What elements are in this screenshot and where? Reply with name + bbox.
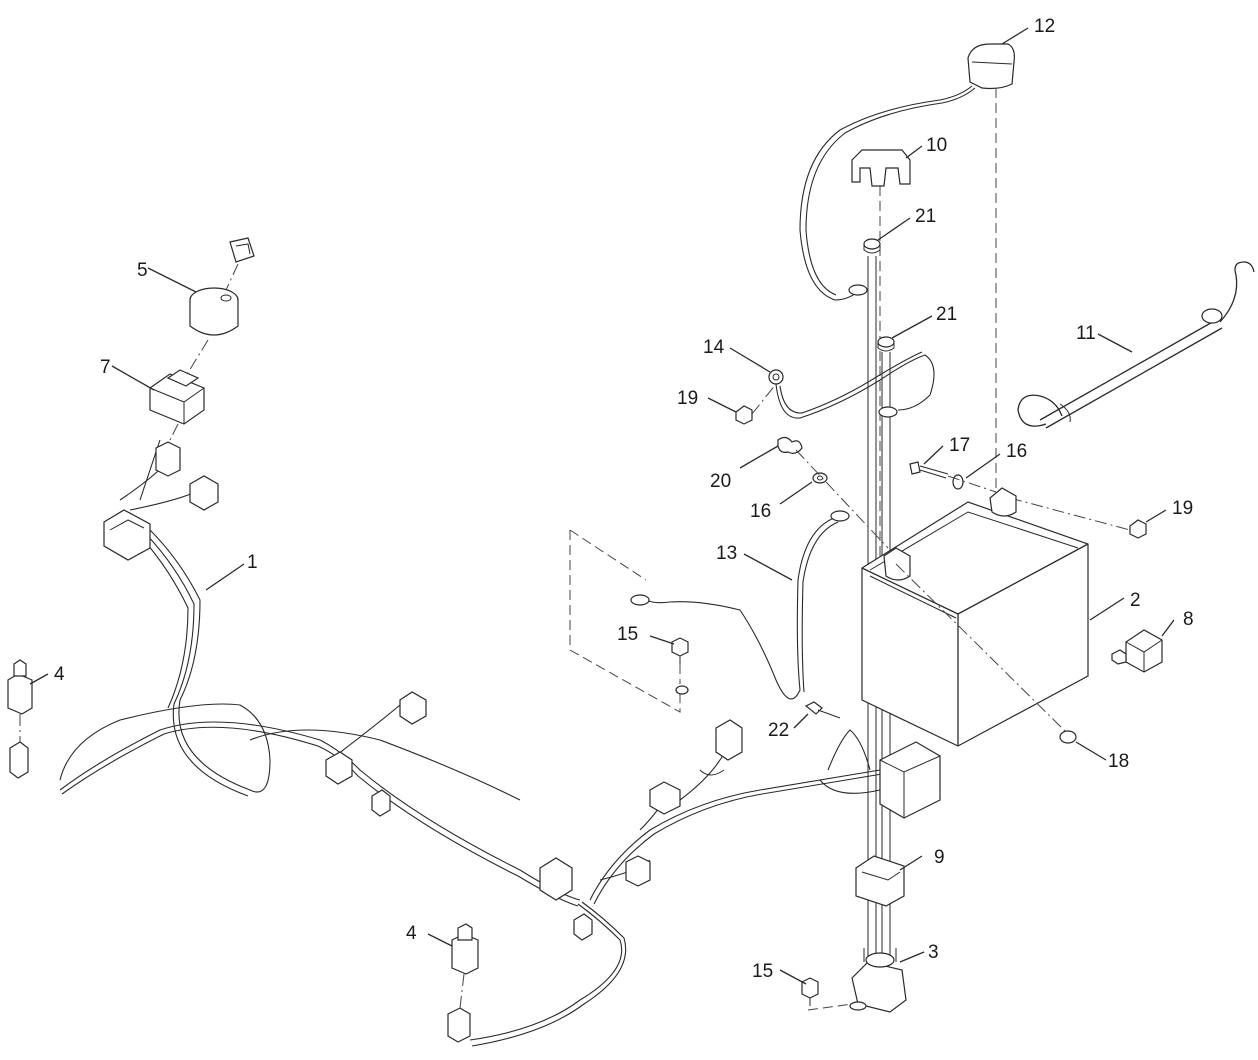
callout-13: 13: [716, 543, 737, 564]
harness-connectors: [103, 441, 743, 941]
plug-part-18: [1059, 730, 1077, 744]
callout-16-left: 16: [750, 501, 771, 522]
dash-line: [225, 263, 239, 291]
nut-part-21-upper: [863, 238, 881, 254]
callout-19-right: 19: [1172, 498, 1193, 519]
callout-8: 8: [1183, 609, 1194, 630]
switch-part-4-bottom: [447, 923, 479, 1043]
washer-part-16-right: [952, 474, 964, 490]
callout-9: 9: [934, 847, 945, 868]
bracket-part-9: [855, 855, 905, 907]
callout-10: 10: [926, 135, 947, 156]
terminal-boot-part-12: [799, 43, 1015, 301]
callout-3: 3: [928, 942, 939, 963]
callout-16-right: 16: [1006, 441, 1027, 462]
cable-part-14: [768, 351, 935, 419]
callout-1: 1: [247, 552, 258, 573]
callout-21-lower: 21: [936, 304, 957, 325]
callout-21-upper: 21: [915, 206, 936, 227]
dash-line: [807, 1003, 853, 1011]
bolt-part-17: [909, 461, 949, 479]
clamp-part-10: [851, 149, 911, 187]
bolt-part-15-lower: [801, 977, 819, 1006]
dash-line: [947, 475, 997, 493]
callout-15-upper: 15: [617, 624, 638, 645]
dash-line: [751, 383, 777, 415]
nut-part-19-right: [1129, 519, 1147, 539]
rocker-switch-part-7: [149, 369, 205, 425]
bolt-part-22: [804, 701, 841, 719]
washer-part-16-left: [812, 472, 828, 484]
ignition-switch-part-5: [189, 237, 255, 336]
battery-part-2: [861, 487, 1089, 747]
solenoid-part-3: [849, 948, 907, 1013]
dash-line: [167, 423, 179, 445]
callout-7: 7: [100, 357, 111, 378]
callout-11: 11: [1076, 323, 1096, 344]
dash-line: [895, 563, 1069, 735]
dash-line: [569, 529, 647, 581]
callout-22: 22: [768, 720, 789, 741]
strap-part-11: [1017, 261, 1255, 429]
leader-lines: [29, 27, 1175, 985]
fuse-block: [819, 729, 941, 819]
bolt-part-15-upper: [671, 637, 689, 664]
callout-14: 14: [703, 337, 725, 358]
relay-part-8: [1111, 629, 1163, 673]
dash-line: [795, 449, 889, 549]
callout-17: 17: [949, 435, 970, 456]
callout-4-bottom: 4: [406, 923, 417, 944]
ring-terminal: [675, 685, 689, 695]
callout-20: 20: [710, 471, 731, 492]
callout-5: 5: [137, 260, 148, 281]
wing-nut-part-20: [777, 436, 803, 454]
callout-19-left: 19: [677, 388, 698, 409]
callout-labels: 12 10 21 21 11 14 19 20 16 17 16 19 13 2…: [54, 16, 1194, 982]
callout-15-lower: 15: [752, 961, 773, 982]
callout-2: 2: [1130, 590, 1141, 611]
nut-part-19-left: [735, 405, 753, 425]
dash-line: [459, 973, 465, 1009]
nut-part-21-lower: [877, 336, 895, 352]
dash-box: [569, 530, 681, 713]
callout-4-left: 4: [54, 664, 65, 685]
callout-18: 18: [1108, 751, 1129, 772]
dash-line: [185, 339, 209, 377]
cable-part-13: [630, 510, 850, 700]
callout-12: 12: [1034, 16, 1055, 37]
